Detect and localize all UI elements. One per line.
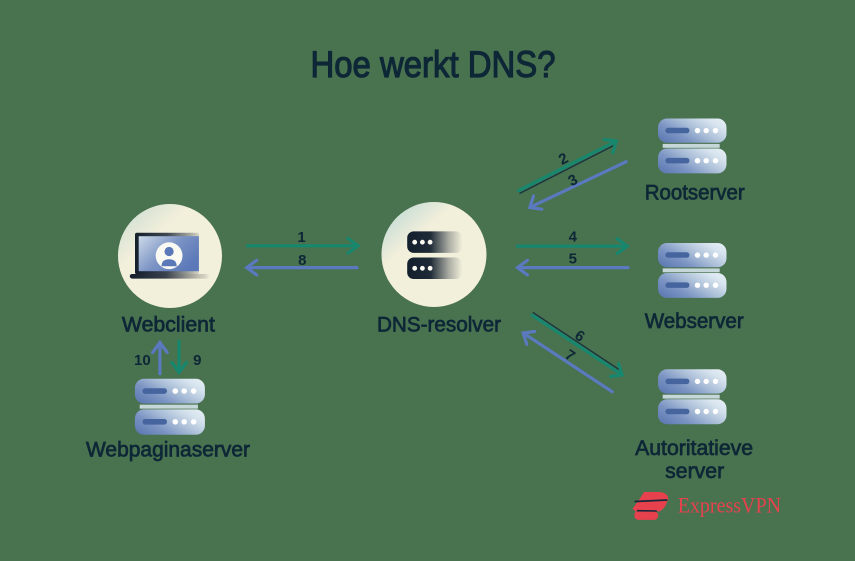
svg-text:10: 10 (134, 352, 151, 369)
svg-text:Autoritatieve: Autoritatieve (635, 437, 753, 460)
svg-text:8: 8 (298, 252, 306, 269)
svg-text:5: 5 (569, 251, 577, 268)
svg-text:Rootserver: Rootserver (645, 182, 745, 205)
svg-text:DNS-resolver: DNS-resolver (377, 314, 501, 337)
svg-text:ExpressVPN: ExpressVPN (678, 493, 781, 518)
svg-text:Webserver: Webserver (645, 310, 744, 333)
svg-text:4: 4 (569, 229, 578, 246)
svg-text:Webclient: Webclient (122, 314, 215, 337)
svg-text:Hoe werkt DNS?: Hoe werkt DNS? (311, 44, 556, 85)
svg-text:1: 1 (297, 229, 305, 246)
svg-text:9: 9 (193, 352, 201, 369)
svg-text:Webpaginaserver: Webpaginaserver (86, 438, 250, 461)
svg-text:server: server (665, 460, 724, 483)
